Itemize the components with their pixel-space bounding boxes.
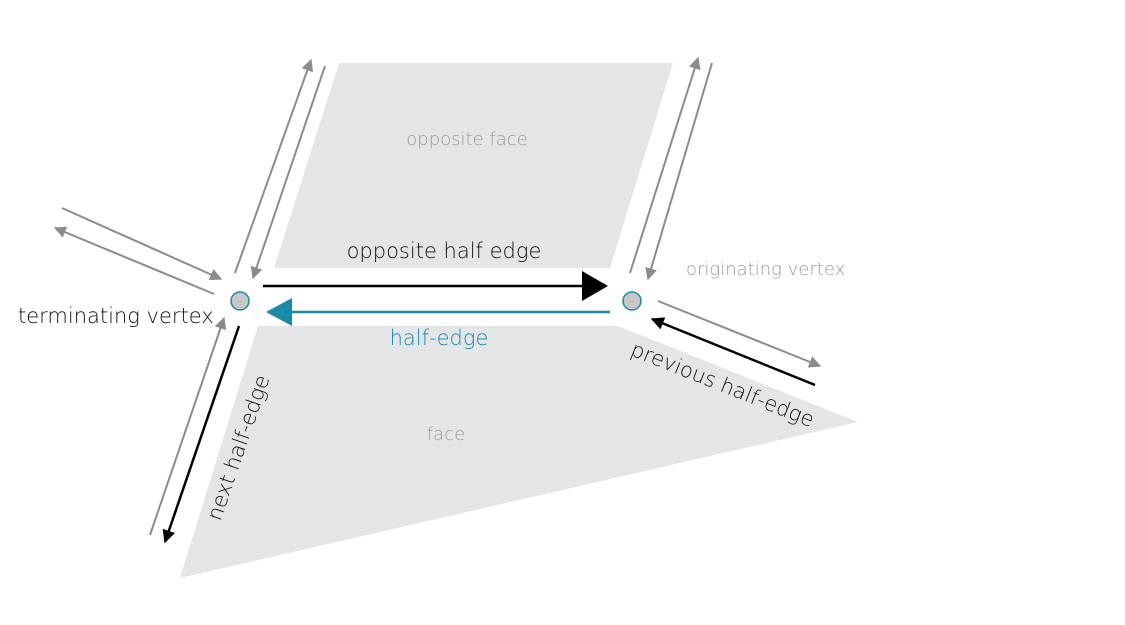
previous-half-edge-arrow <box>650 317 816 387</box>
terminating-vertex <box>230 291 250 311</box>
originating-vertex-label: originating vertex <box>686 259 845 280</box>
terminating-vertex-label: terminating vertex <box>18 304 214 328</box>
upper-left-edge-up <box>234 58 314 274</box>
opposite-face-label: opposite face <box>406 129 527 150</box>
half-edge-label: half-edge <box>390 326 489 350</box>
upper-right-edge-down <box>645 62 713 281</box>
face-shape <box>180 326 858 578</box>
far-left-edge-out <box>53 226 215 295</box>
far-left-edge-in <box>61 207 223 281</box>
lower-left-edge-up <box>149 316 227 536</box>
face-label: face <box>427 424 465 445</box>
opposite-face-shape <box>274 63 673 268</box>
originating-vertex <box>622 291 642 311</box>
upper-right-edge-up <box>629 56 701 274</box>
opposite-half-edge-label: opposite half edge <box>347 239 542 263</box>
upper-left-edge-down <box>250 65 326 280</box>
half-edge-arrowhead <box>266 298 292 326</box>
next-half-edge-arrow <box>162 325 241 544</box>
lower-right-edge-out <box>657 300 822 368</box>
opposite-half-edge-arrowhead <box>582 271 608 301</box>
